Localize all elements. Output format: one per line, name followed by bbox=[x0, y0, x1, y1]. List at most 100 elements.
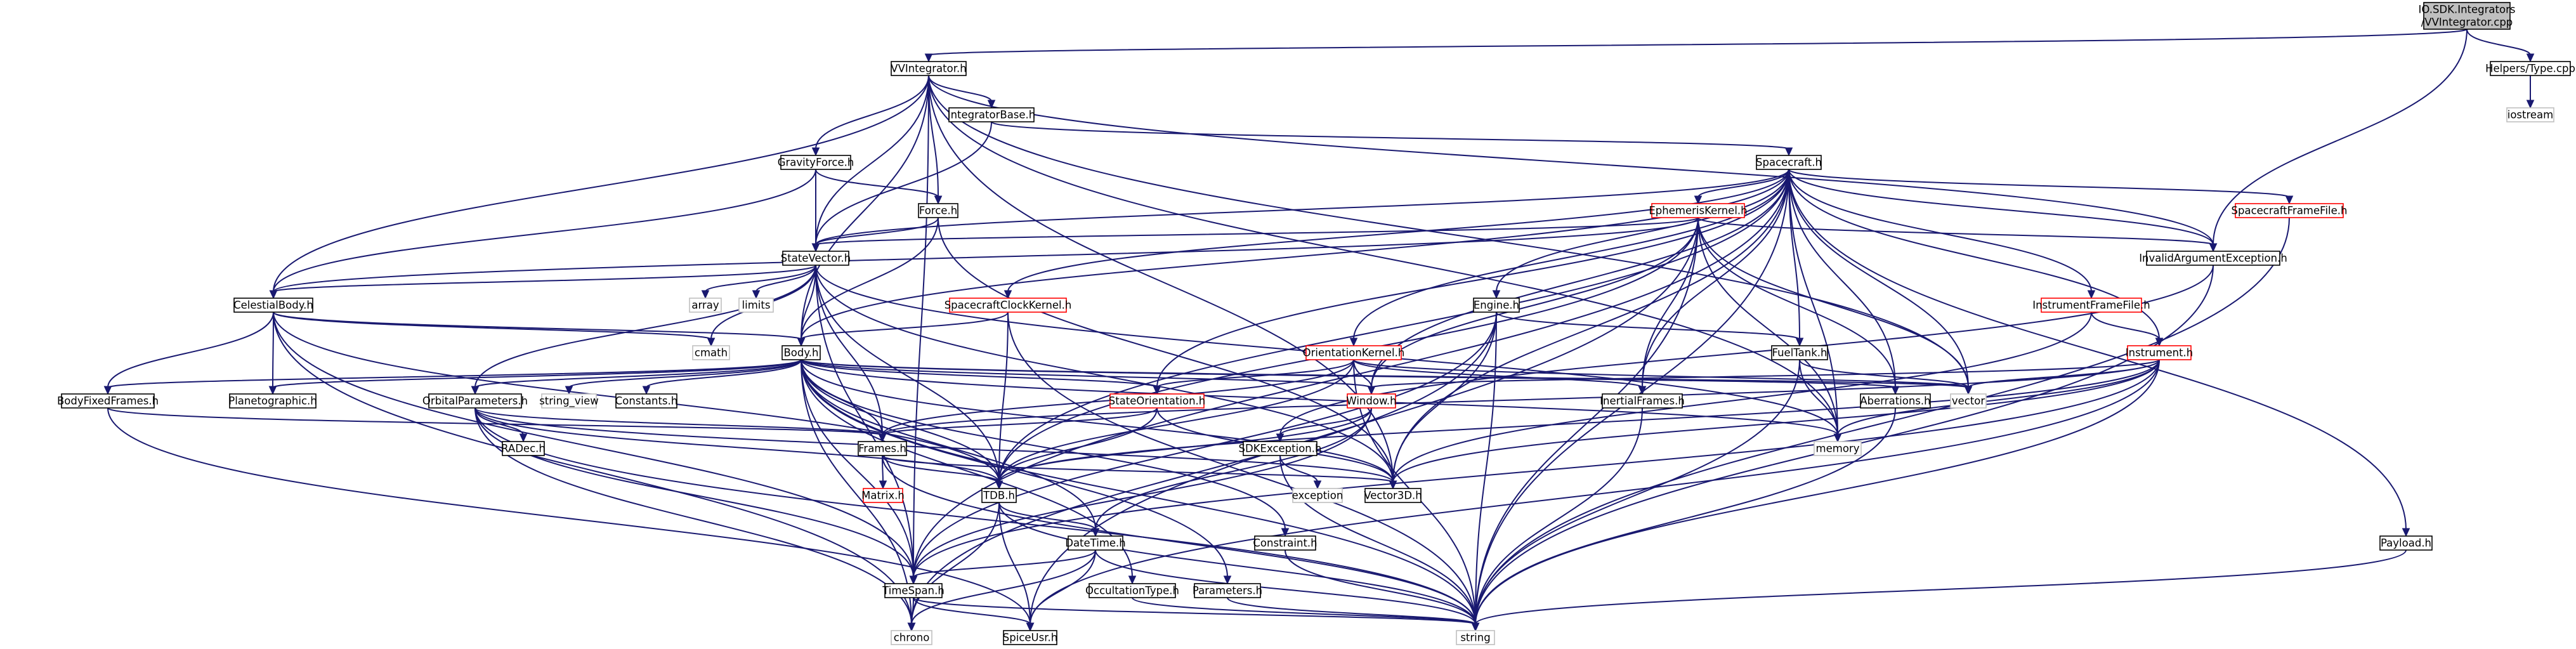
edge-line bbox=[474, 407, 524, 436]
edge-line bbox=[1697, 217, 1838, 436]
node-spacecraft-h[interactable]: Spacecraft.h bbox=[1756, 155, 1822, 170]
edge-body-to-bff bbox=[103, 359, 802, 395]
edge-arrowhead bbox=[1223, 575, 1232, 585]
edge-line bbox=[273, 311, 802, 340]
edge-line bbox=[801, 265, 816, 340]
edge-body-to-win bbox=[801, 359, 1376, 395]
edge-line bbox=[1279, 265, 2214, 436]
node-vector: vector bbox=[1950, 393, 1987, 409]
node-label: Helpers/Type.cpp bbox=[2485, 63, 2575, 75]
edge-arrowhead bbox=[1367, 386, 1376, 395]
edge-cel-to-cmath bbox=[273, 311, 716, 347]
edge-grav-to-force bbox=[815, 169, 943, 205]
node-constants-h[interactable]: Constants.h bbox=[615, 393, 677, 409]
node-label: string_view bbox=[539, 395, 599, 408]
edge-line bbox=[1799, 359, 1838, 436]
node-stateorientation-h[interactable]: StateOrientation.h bbox=[1109, 393, 1206, 409]
edge-line bbox=[1007, 311, 1476, 625]
edge-arrowhead bbox=[1389, 480, 1397, 490]
edge-ibase-to-sv bbox=[811, 121, 992, 252]
node-spacecraftframefile-h[interactable]: SpacecraftFrameFile.h bbox=[2232, 203, 2348, 218]
edge-line bbox=[913, 407, 1372, 578]
node-bodyfixedframes-h[interactable]: BodyFixedFrames.h bbox=[57, 393, 159, 409]
node-frames-h[interactable]: Frames.h bbox=[858, 441, 907, 456]
edge-line bbox=[1697, 217, 1896, 388]
node-orientationkernel-h[interactable]: OrientationKernel.h bbox=[1303, 345, 1405, 360]
node-matrix-h[interactable]: Matrix.h bbox=[861, 488, 905, 503]
edge-line bbox=[911, 597, 914, 625]
node-label: Instrument.h bbox=[2126, 347, 2194, 359]
node-root-vvintegrator-cpp: IO.SDK.Integrators /VVIntegrator.cpp bbox=[2419, 2, 2515, 30]
edge-arrowhead bbox=[1026, 622, 1035, 632]
edge-line bbox=[913, 597, 1031, 625]
node-tdb-h[interactable]: TDB.h bbox=[981, 488, 1017, 503]
node-vvintegrator-h[interactable]: VVIntegrator.h bbox=[891, 61, 967, 76]
edge-line bbox=[1392, 311, 2092, 483]
edge-dt-to-ts bbox=[909, 549, 1096, 585]
node-label: OrientationKernel.h bbox=[1303, 347, 1405, 359]
node-ephemeriskernel-h[interactable]: EphemerisKernel.h bbox=[1649, 203, 1748, 218]
node-invalidargumentexception-h[interactable]: InvalidArgumentException.h bbox=[2139, 251, 2287, 266]
node-chrono: chrono bbox=[891, 630, 932, 645]
node-inertialframes-h[interactable]: InertialFrames.h bbox=[1600, 393, 1685, 409]
edge-line bbox=[1279, 455, 1318, 483]
node-label: IntegratorBase.h bbox=[948, 109, 1036, 121]
edge-arrowhead bbox=[1492, 290, 1501, 299]
node-label: InstrumentFrameFile.h bbox=[2032, 299, 2150, 311]
edge-line bbox=[815, 169, 939, 198]
node-statevector-h[interactable]: StateVector.h bbox=[781, 251, 851, 266]
edge-vvi-to-ts bbox=[909, 75, 929, 585]
node-integratorbase-h[interactable]: IntegratorBase.h bbox=[948, 107, 1036, 122]
edge-line bbox=[1371, 359, 2160, 388]
node-spiceusr-h[interactable]: SpiceUsr.h bbox=[1003, 630, 1057, 645]
edge-line bbox=[801, 359, 1096, 530]
node-celestialbody-h[interactable]: CelestialBody.h bbox=[233, 298, 313, 313]
node-helpers-type-cpp[interactable]: Helpers/Type.cpp bbox=[2485, 61, 2575, 76]
edge-arrowhead bbox=[924, 53, 933, 63]
node-label: TimeSpan.h bbox=[882, 585, 945, 597]
edge-arrowhead bbox=[103, 386, 112, 395]
edge-ibase-to-sc bbox=[991, 121, 1793, 157]
node-instrument-h[interactable]: Instrument.h bbox=[2126, 345, 2194, 360]
edge-line bbox=[911, 549, 1096, 625]
edge-arrowhead bbox=[1276, 433, 1285, 443]
node-gravityforce-h[interactable]: GravityForce.h bbox=[778, 155, 854, 170]
edge-line bbox=[1353, 359, 1969, 388]
node-aberrations-h[interactable]: Aberrations.h bbox=[1860, 393, 1931, 409]
edge-line bbox=[1475, 359, 2160, 625]
node-parameters-h[interactable]: Parameters.h bbox=[1193, 583, 1262, 598]
edge-line bbox=[913, 75, 929, 578]
node-orbitalparameters-h[interactable]: OrbitalParameters.h bbox=[422, 393, 528, 409]
edge-arrowhead bbox=[519, 433, 528, 443]
node-radec-h[interactable]: RADec.h bbox=[501, 441, 546, 456]
node-occultationtype-h[interactable]: OccultationType.h bbox=[1085, 583, 1179, 598]
node-force-h[interactable]: Force.h bbox=[918, 203, 958, 218]
node-sdkexception-h[interactable]: SDKException.h bbox=[1239, 441, 1322, 456]
edge-eng-to-fuel bbox=[1496, 311, 1804, 347]
node-label: string bbox=[1460, 632, 1490, 644]
edge-arrowhead bbox=[2402, 528, 2410, 537]
edge-arrowhead bbox=[909, 575, 918, 585]
node-fueltank-h[interactable]: FuelTank.h bbox=[1771, 345, 1828, 360]
edge-line bbox=[801, 359, 1838, 436]
node-body-h[interactable]: Body.h bbox=[781, 345, 821, 360]
node-datetime-h[interactable]: DateTime.h bbox=[1065, 535, 1126, 551]
node-planetographic-h[interactable]: Planetographic.h bbox=[228, 393, 317, 409]
node-timespan-h[interactable]: TimeSpan.h bbox=[882, 583, 945, 598]
edge-line bbox=[1353, 359, 1643, 388]
edge-line bbox=[938, 217, 1394, 483]
edge-line bbox=[107, 311, 274, 388]
node-limits: limits bbox=[738, 298, 774, 313]
node-window-h[interactable]: Window.h bbox=[1346, 393, 1397, 409]
edge-line bbox=[273, 311, 914, 578]
node-payload-h[interactable]: Payload.h bbox=[2379, 535, 2433, 551]
node-engine-h[interactable]: Engine.h bbox=[1473, 298, 1520, 313]
node-spacecraftclockkernel-h[interactable]: SpacecraftClockKernel.h bbox=[945, 298, 1072, 313]
edge-line bbox=[273, 265, 816, 292]
edge-body-to-mem bbox=[801, 359, 1842, 443]
node-constraint-h[interactable]: Constraint.h bbox=[1253, 535, 1317, 551]
node-vector3d-h[interactable]: Vector3D.h bbox=[1364, 488, 1422, 503]
node-instrumentframefile-h[interactable]: InstrumentFrameFile.h bbox=[2032, 298, 2150, 313]
node-label: CelestialBody.h bbox=[233, 299, 313, 311]
edge-line bbox=[801, 359, 1394, 483]
